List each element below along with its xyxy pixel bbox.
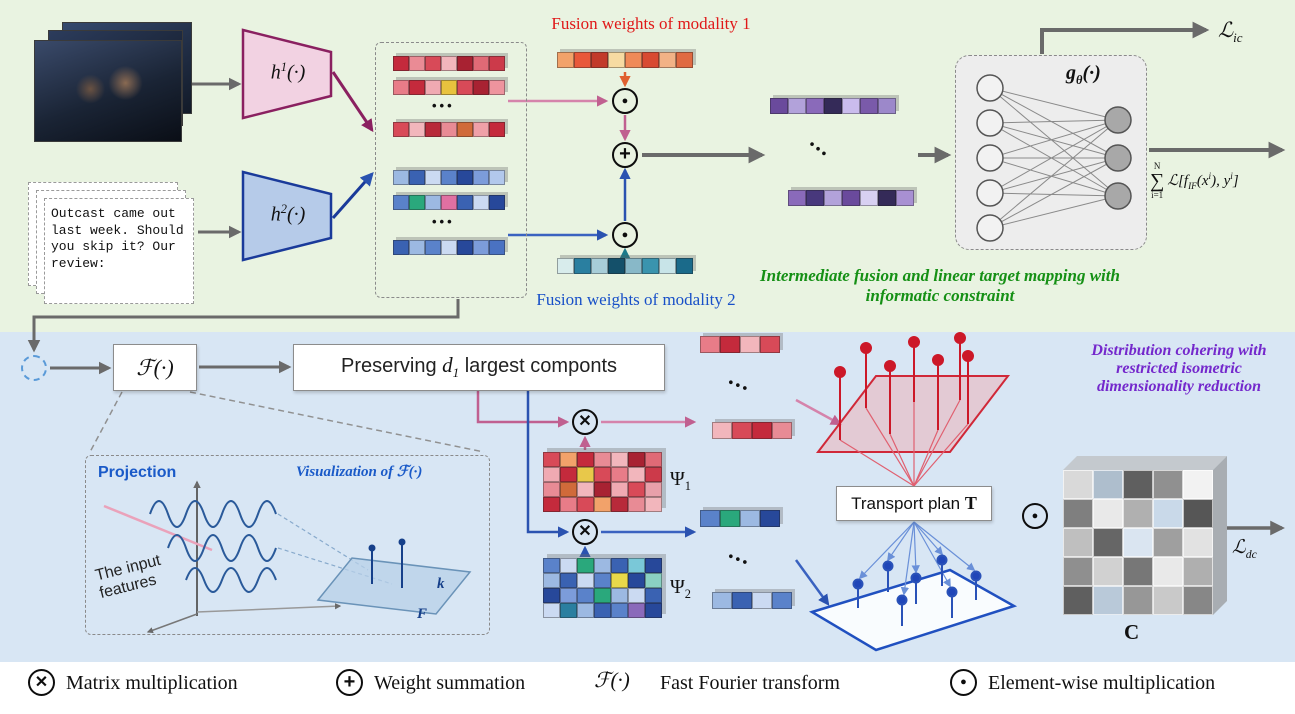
legend-matrix-mult-label: Matrix multiplication: [66, 672, 238, 694]
red-distribution-plane: [815, 332, 1011, 487]
modality2-feature-row-3: [393, 240, 505, 255]
reduced-red-row-1: [700, 336, 780, 353]
fusion-weights-modality1-label: Fusion weights of modality 1: [551, 14, 751, 33]
modality2-feature-row-2: [393, 195, 505, 210]
legend-elementwise-icon: ●: [950, 669, 977, 696]
modality2-feature-row-1: [393, 170, 505, 185]
legend-fft-label: Fast Fourier transform: [660, 672, 840, 694]
fused-feature-row-2: [788, 190, 914, 206]
fourier-box-label: ℱ(·): [136, 354, 174, 380]
transport-plan-box: Transport plan T: [836, 486, 992, 521]
blue-distribution-plane: [808, 521, 1018, 652]
cost-matrix-label: C: [1124, 620, 1140, 644]
legend-elementwise-label: Element-wise multiplication: [988, 672, 1216, 694]
fourier-box: ℱ(·): [113, 344, 197, 391]
modality1-feature-row-3: [393, 122, 505, 137]
k-axis-label: k: [437, 576, 445, 592]
weight-summation-op: +: [612, 142, 638, 168]
projection-label: Projection: [98, 464, 177, 481]
spectrum-plane: [316, 557, 472, 615]
fusion-weight-vector-2: [557, 258, 693, 274]
movie-image-front: [34, 40, 182, 142]
top-caption: Intermediate fusion and linear target ma…: [760, 266, 1120, 305]
fusion-weights-modality2-label: Fusion weights of modality 2: [536, 290, 736, 309]
nn-output-nodes: [1104, 106, 1132, 210]
cost-matrix: [1063, 470, 1213, 615]
preserving-components-label: Preserving d1 largest componts: [340, 353, 618, 381]
f-axis-label: F: [417, 606, 428, 622]
input-node-circle: [21, 355, 47, 381]
legend-weight-sum-icon: +: [336, 669, 363, 696]
modality1-feature-row-1: [393, 56, 505, 71]
encoder2-label: h2(·): [270, 202, 306, 226]
elementwise-mult-op-bottom: ●: [612, 222, 638, 248]
extracted-features-box: [375, 42, 527, 298]
psi2-matrix: [543, 558, 662, 618]
legend-background: [0, 662, 1295, 714]
elementwise-mult-op-top: ●: [612, 88, 638, 114]
sum-loss-formula: N ∑ i=1 ℒ[fIF(xi), yi]: [1150, 161, 1239, 200]
matrix-mult-op-2: ✕: [572, 519, 598, 545]
fused-feature-row-1: [770, 98, 896, 114]
encoder1-label: h1(·): [270, 60, 306, 84]
neural-network: [989, 87, 1119, 229]
psi1-matrix: [543, 452, 662, 512]
psi1-label: Ψ1: [670, 468, 691, 493]
review-card-front: Outcast came out last week. Should you s…: [44, 198, 194, 304]
encoder2-trapezoid: [241, 170, 333, 262]
bottom-caption: Distribution cohering with restricted is…: [1091, 342, 1267, 395]
modality2-ellipsis: •••: [432, 214, 455, 229]
fusion-weight-vector-1: [557, 52, 693, 68]
legend-fft-icon: ℱ(·): [594, 668, 630, 692]
modality1-ellipsis: •••: [432, 98, 455, 113]
reduced-red-row-2: [712, 422, 792, 439]
legend-weight-sum-label: Weight summation: [374, 672, 526, 694]
encoder1-trapezoid: [241, 28, 333, 120]
nn-input-nodes: [976, 74, 1004, 242]
c-matrix-top-face: [1063, 456, 1227, 470]
review-card-text: Outcast came out last week. Should you s…: [51, 206, 184, 271]
fourier-visualization-box: [85, 455, 490, 635]
legend-matrix-mult-icon: ✕: [28, 669, 55, 696]
c-matrix-side-face: [1213, 456, 1227, 615]
elementwise-mult-op-cost: ●: [1022, 503, 1048, 529]
transport-plan-label: Transport plan T: [851, 493, 977, 513]
modality1-feature-row-2: [393, 80, 505, 95]
reduced-blue-row-2: [712, 592, 792, 609]
loss-dc-label: ℒdc: [1232, 537, 1257, 561]
visualization-label: Visualization of ℱ(·): [296, 464, 423, 480]
preserving-components-box: Preserving d1 largest componts: [293, 344, 665, 391]
matrix-mult-op-1: ✕: [572, 409, 598, 435]
psi2-label: Ψ2: [670, 576, 691, 601]
nn-function-label: gθ(·): [1066, 62, 1101, 87]
loss-ic-label: ℒic: [1218, 18, 1243, 46]
reduced-blue-row-1: [700, 510, 780, 527]
fourier-visualization-drawing: [103, 480, 472, 634]
